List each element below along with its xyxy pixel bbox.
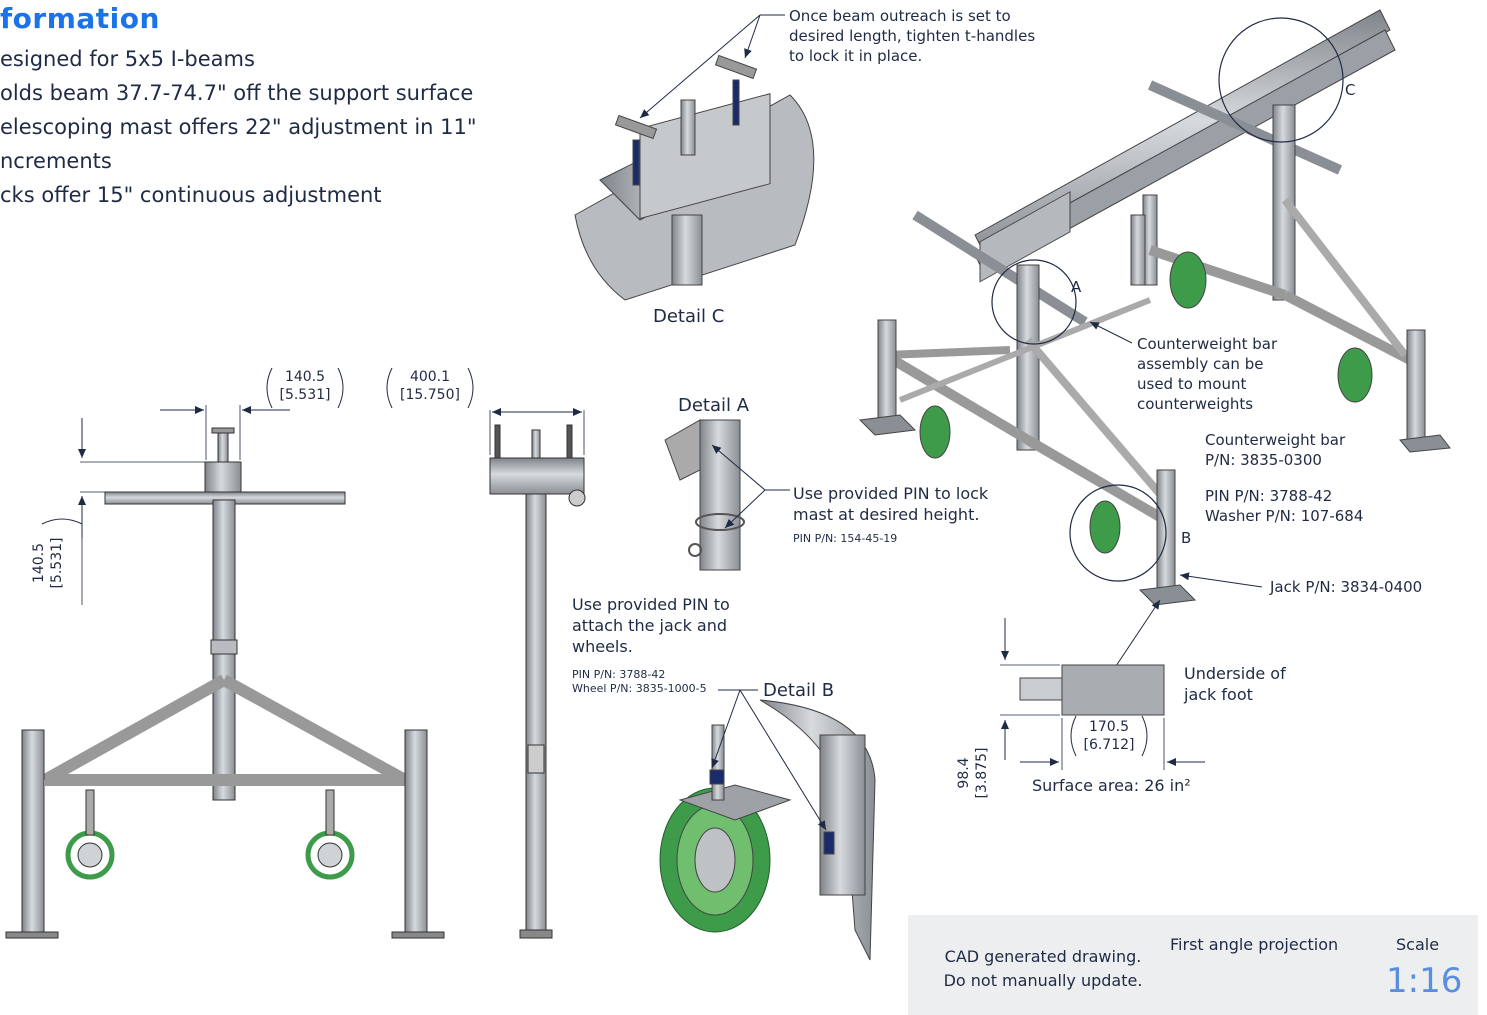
title-block: CAD generated drawing. Do not manually u… <box>908 915 1478 1015</box>
side-width-dimension: 400.1 [15.750] <box>400 369 460 403</box>
wheel-part-number: Wheel P/N: 3835-1000-5 <box>572 682 707 695</box>
feature-item: olds beam 37.7-74.7" off the support sur… <box>0 81 474 105</box>
foot-width-dimension: 170.5 [6.712] <box>1083 719 1135 753</box>
dimension-brackets <box>41 367 1148 757</box>
projection-label: First angle projection <box>1170 935 1339 954</box>
circle-label-b: B <box>1181 529 1192 547</box>
counterweight-note: Counterweight bar assembly can be used t… <box>1137 335 1278 413</box>
cad-note: CAD generated drawing. Do not manually u… <box>943 947 1143 990</box>
detail-c <box>574 14 815 301</box>
pin-mast-part-number: PIN P/N: 154-45-19 <box>793 532 898 545</box>
circle-label-c: C <box>1345 81 1356 99</box>
front-height-dimension: 140.5 [5.531] <box>31 537 65 589</box>
detail-a-label: Detail A <box>678 395 750 416</box>
pin-jack-note: Use provided PIN to attach the jack and … <box>572 595 730 656</box>
thandles-note: Once beam outreach is set to desired len… <box>789 7 1036 65</box>
jack-part-number: Jack P/N: 3834-0400 <box>1270 578 1423 596</box>
front-view <box>5 405 445 939</box>
detail-c-label: Detail C <box>653 306 725 327</box>
jack-foot-view <box>1000 618 1205 770</box>
feature-list: esigned for 5x5 I-beams olds beam 37.7-7… <box>0 42 477 212</box>
pin-mast-note: Use provided PIN to lock mast at desired… <box>793 484 989 524</box>
detail-b-label: Detail B <box>763 680 835 701</box>
counterweight-part-number: Counterweight bar P/N: 3835-0300 <box>1205 431 1346 469</box>
circle-label-a: A <box>1071 278 1082 296</box>
surface-area: Surface area: 26 in² <box>1032 776 1191 795</box>
page-title: formation <box>0 2 160 35</box>
underside-note: Underside of jack foot <box>1184 664 1286 704</box>
feature-item: cks offer 15" continuous adjustment <box>0 183 382 207</box>
pin-washer-part-number: PIN P/N: 3788-42 Washer P/N: 107-684 <box>1205 487 1364 525</box>
feature-item: ncrements <box>0 149 112 173</box>
feature-item: elescoping mast offers 22" adjustment in… <box>0 115 477 139</box>
isometric-view <box>858 9 1451 691</box>
scale-value: 1:16 <box>1386 961 1463 1001</box>
feature-item: esigned for 5x5 I-beams <box>0 47 255 71</box>
scale-label: Scale <box>1396 935 1440 954</box>
detail-a <box>664 419 790 571</box>
side-view <box>489 408 586 939</box>
detail-b <box>659 689 876 961</box>
pin-jack-part-number: PIN P/N: 3788-42 <box>572 668 666 681</box>
foot-height-dimension: 98.4 [3.875] <box>956 747 990 799</box>
front-width-dimension: 140.5 [5.531] <box>279 369 331 403</box>
